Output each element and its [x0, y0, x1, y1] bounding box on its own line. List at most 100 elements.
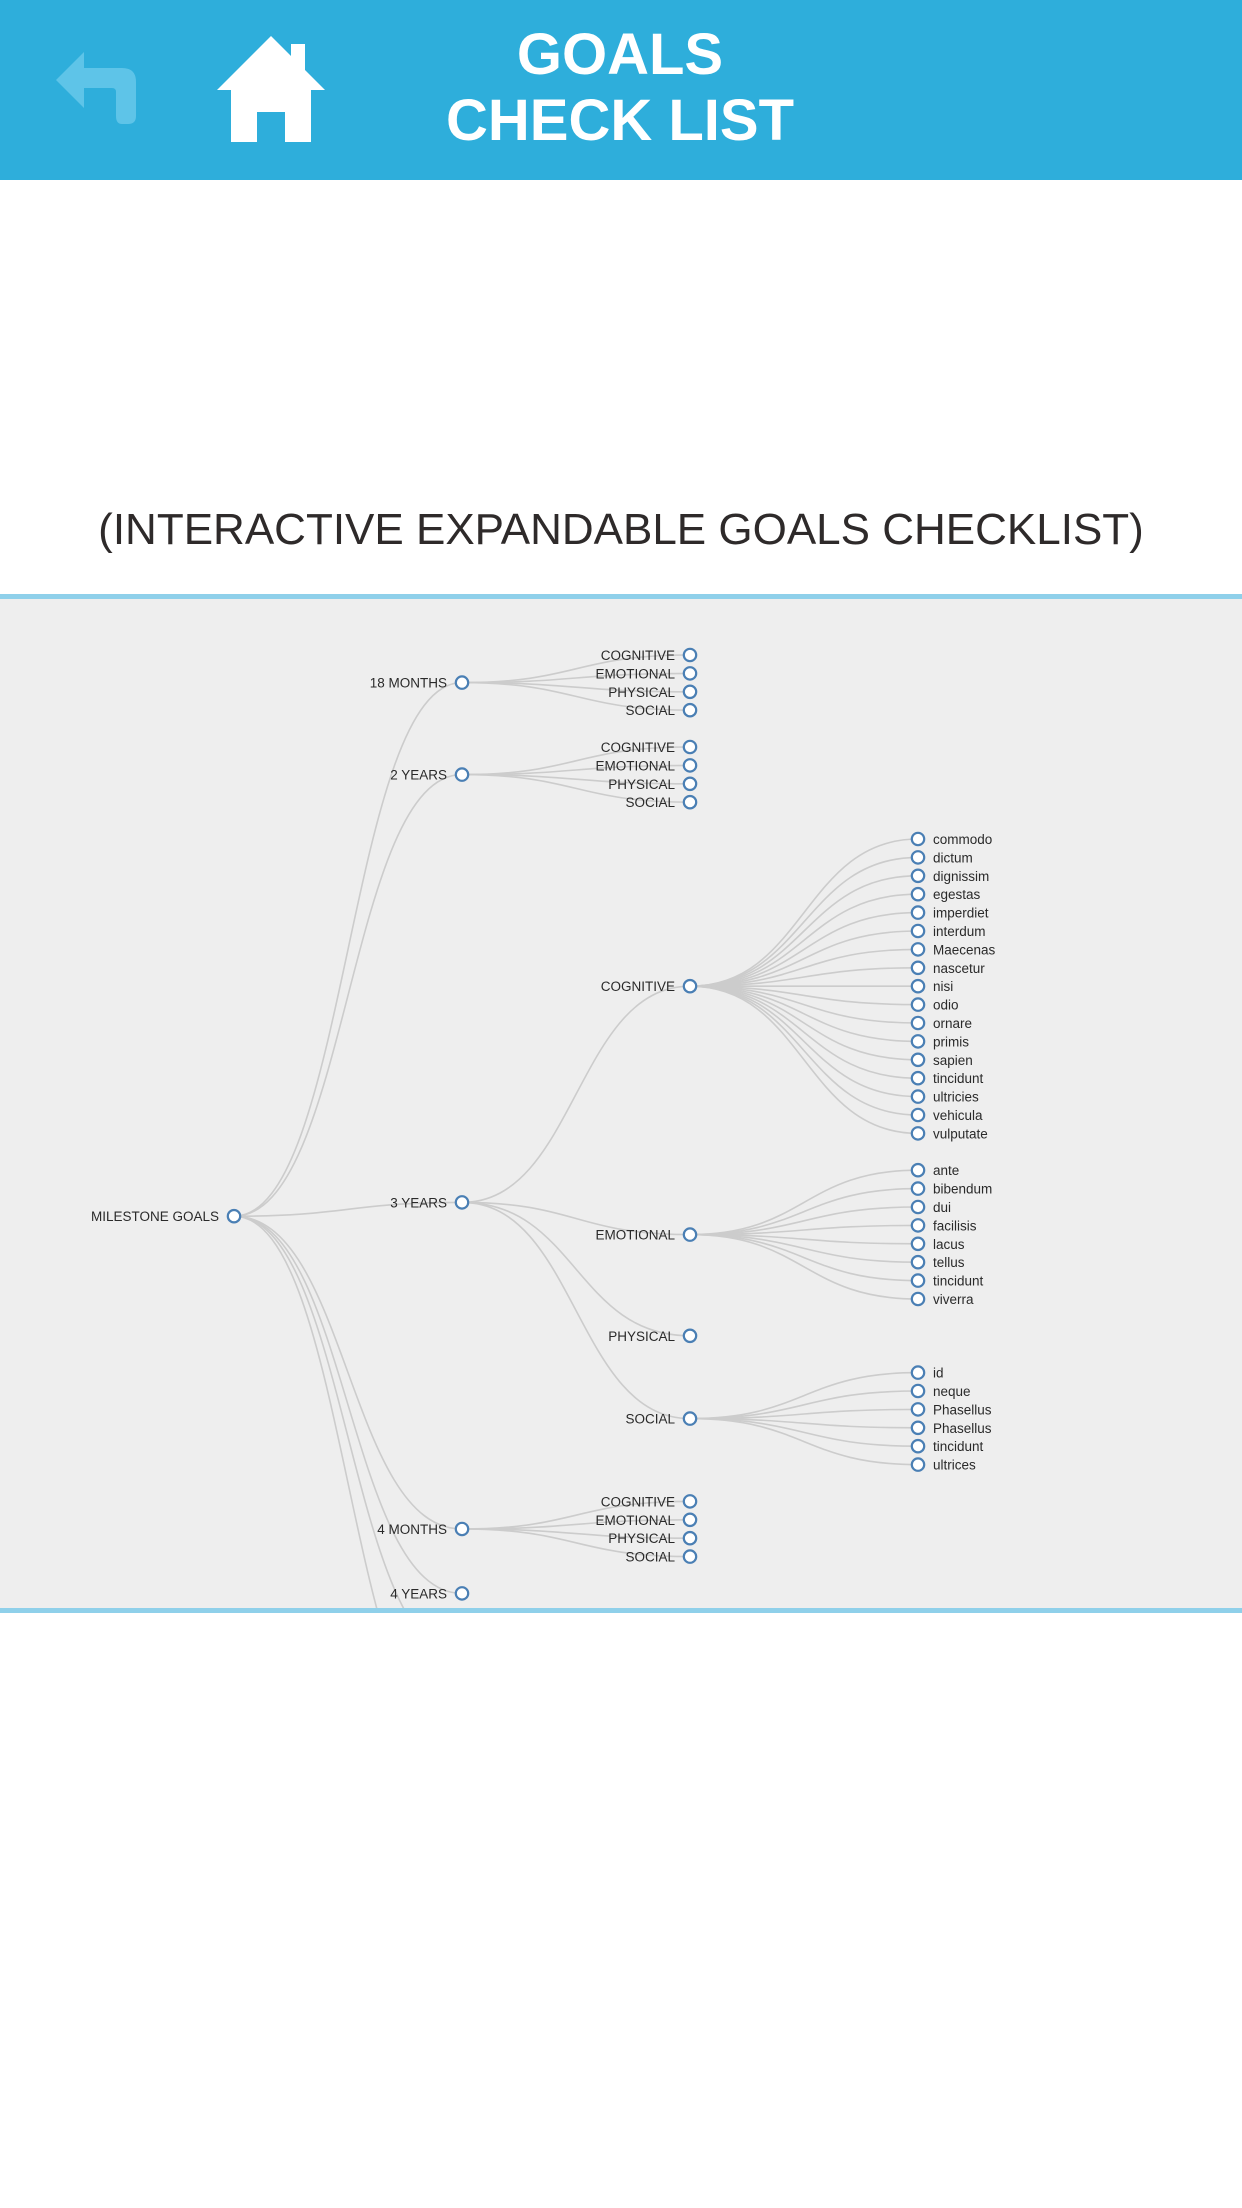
category-4-months-physical-node[interactable]: PHYSICAL — [608, 1530, 698, 1546]
age-group-4-years-node[interactable]: 4 YEARS — [390, 1586, 470, 1601]
goal-item-sapien-circle[interactable] — [910, 1052, 926, 1068]
home-button[interactable] — [215, 34, 327, 146]
goal-item-phasellus-node[interactable]: Phasellus — [910, 1420, 992, 1436]
category-4-months-physical-circle[interactable] — [682, 1530, 698, 1546]
goal-item-phasellus-circle[interactable] — [910, 1420, 926, 1436]
goal-item-phasellus-node[interactable]: Phasellus — [910, 1402, 992, 1417]
goal-item-tellus-circle[interactable] — [910, 1254, 926, 1270]
category-18-months-cognitive-node[interactable]: COGNITIVE — [601, 647, 698, 663]
goal-item-dictum-circle[interactable] — [910, 850, 926, 865]
goal-item-tincidunt-node[interactable]: tincidunt — [910, 1070, 984, 1086]
goal-item-nascetur-circle[interactable] — [910, 960, 926, 976]
category-3-years-cognitive-node[interactable]: COGNITIVE — [601, 978, 698, 994]
goal-item-dui-node[interactable]: dui — [910, 1199, 951, 1215]
category-18-months-social-node[interactable]: SOCIAL — [625, 702, 698, 718]
goal-item-tincidunt-node[interactable]: tincidunt — [910, 1438, 984, 1454]
age-group-4-months-circle[interactable] — [454, 1521, 470, 1537]
goal-item-vehicula-circle[interactable] — [910, 1107, 926, 1123]
goal-item-nisi-circle[interactable] — [910, 978, 926, 994]
category-2-years-emotional-node[interactable]: EMOTIONAL — [595, 758, 698, 773]
goal-item-commodo-circle[interactable] — [910, 831, 926, 847]
goal-item-phasellus-circle[interactable] — [910, 1402, 926, 1417]
goal-item-bibendum-circle[interactable] — [910, 1181, 926, 1196]
goal-item-egestas-node[interactable]: egestas — [910, 886, 981, 902]
goal-item-odio-node[interactable]: odio — [910, 997, 959, 1013]
goal-item-maecenas-circle[interactable] — [910, 942, 926, 957]
category-2-years-physical-circle[interactable] — [682, 776, 698, 792]
age-group-4-months-node[interactable]: 4 MONTHS — [377, 1521, 470, 1537]
category-4-months-emotional-node[interactable]: EMOTIONAL — [595, 1512, 698, 1528]
category-2-years-cognitive-node[interactable]: COGNITIVE — [601, 739, 698, 755]
category-3-years-physical-circle[interactable] — [682, 1328, 698, 1344]
goal-item-primis-circle[interactable] — [910, 1034, 926, 1049]
goal-item-primis-node[interactable]: primis — [910, 1034, 969, 1049]
goal-item-bibendum-node[interactable]: bibendum — [910, 1181, 992, 1197]
goal-item-neque-circle[interactable] — [910, 1383, 926, 1399]
goal-item-ornare-circle[interactable] — [910, 1015, 926, 1031]
goal-item-maecenas-node[interactable]: Maecenas — [910, 942, 996, 957]
category-18-months-social-circle[interactable] — [682, 702, 698, 718]
goal-item-lacus-circle[interactable] — [910, 1236, 926, 1252]
category-18-months-cognitive-circle[interactable] — [682, 647, 698, 663]
goal-item-sapien-node[interactable]: sapien — [910, 1052, 973, 1068]
goal-item-ornare-node[interactable]: ornare — [910, 1015, 972, 1031]
category-3-years-social-node[interactable]: SOCIAL — [625, 1411, 698, 1427]
goal-item-commodo-node[interactable]: commodo — [910, 831, 992, 847]
category-3-years-social-circle[interactable] — [682, 1411, 698, 1426]
age-group-3-years-circle[interactable] — [454, 1195, 470, 1210]
category-18-months-physical-circle[interactable] — [682, 684, 698, 700]
goal-item-dui-circle[interactable] — [910, 1199, 926, 1215]
category-4-months-social-circle[interactable] — [682, 1549, 698, 1564]
goal-item-imperdiet-circle[interactable] — [910, 905, 926, 920]
back-button[interactable] — [52, 46, 144, 138]
goal-item-id-node[interactable]: id — [910, 1365, 944, 1381]
age-group-4-years-circle[interactable] — [454, 1586, 470, 1601]
category-4-months-cognitive-circle[interactable] — [682, 1494, 698, 1509]
goal-item-dictum-node[interactable]: dictum — [910, 850, 973, 865]
age-group-2-years-node[interactable]: 2 YEARS — [390, 767, 470, 783]
category-2-years-social-circle[interactable] — [682, 794, 698, 810]
goal-item-tincidunt-circle[interactable] — [910, 1070, 926, 1086]
goal-item-interdum-circle[interactable] — [910, 923, 926, 939]
goal-item-lacus-node[interactable]: lacus — [910, 1236, 965, 1252]
goal-item-ultrices-node[interactable]: ultrices — [910, 1457, 976, 1473]
goal-item-tellus-node[interactable]: tellus — [910, 1254, 965, 1270]
goal-item-vehicula-node[interactable]: vehicula — [910, 1107, 983, 1123]
goal-item-tincidunt-node[interactable]: tincidunt — [910, 1273, 984, 1289]
goal-item-id-circle[interactable] — [910, 1365, 926, 1380]
goal-item-nascetur-node[interactable]: nascetur — [910, 960, 985, 976]
goal-item-egestas-circle[interactable] — [910, 886, 926, 902]
goal-item-facilisis-node[interactable]: facilisis — [910, 1218, 977, 1233]
goal-item-viverra-circle[interactable] — [910, 1291, 926, 1307]
category-2-years-cognitive-circle[interactable] — [682, 739, 698, 755]
category-18-months-physical-node[interactable]: PHYSICAL — [608, 684, 698, 700]
category-2-years-physical-node[interactable]: PHYSICAL — [608, 776, 698, 792]
age-group-18-months-node[interactable]: 18 MONTHS — [370, 675, 470, 691]
goal-item-ultricies-circle[interactable] — [910, 1089, 926, 1104]
goal-item-imperdiet-node[interactable]: imperdiet — [910, 905, 989, 921]
tree-root-node[interactable]: MILESTONE GOALS — [91, 1208, 242, 1224]
goal-item-vulputate-node[interactable]: vulputate — [910, 1126, 988, 1141]
goal-item-dignissim-node[interactable]: dignissim — [910, 868, 989, 884]
category-4-months-emotional-circle[interactable] — [682, 1512, 698, 1528]
category-3-years-physical-node[interactable]: PHYSICAL — [608, 1328, 698, 1344]
category-18-months-emotional-circle[interactable] — [682, 666, 698, 681]
goal-item-dignissim-circle[interactable] — [910, 868, 926, 884]
goal-item-odio-circle[interactable] — [910, 997, 926, 1012]
category-3-years-cognitive-circle[interactable] — [682, 978, 698, 994]
goal-item-vulputate-circle[interactable] — [910, 1126, 926, 1141]
category-4-months-social-node[interactable]: SOCIAL — [625, 1549, 698, 1565]
category-3-years-emotional-circle[interactable] — [682, 1227, 698, 1242]
goal-item-nisi-node[interactable]: nisi — [910, 978, 953, 994]
goal-item-ultrices-circle[interactable] — [910, 1457, 926, 1472]
goal-item-ante-circle[interactable] — [910, 1162, 926, 1178]
goal-item-ante-node[interactable]: ante — [910, 1162, 959, 1178]
goal-item-facilisis-circle[interactable] — [910, 1218, 926, 1233]
goal-item-neque-node[interactable]: neque — [910, 1383, 971, 1399]
category-2-years-emotional-circle[interactable] — [682, 758, 698, 773]
age-group-18-months-circle[interactable] — [454, 675, 470, 690]
goal-item-ultricies-node[interactable]: ultricies — [910, 1089, 979, 1105]
category-4-months-cognitive-node[interactable]: COGNITIVE — [601, 1494, 698, 1509]
category-2-years-social-node[interactable]: SOCIAL — [625, 794, 698, 810]
tree-root-circle[interactable] — [226, 1208, 242, 1224]
